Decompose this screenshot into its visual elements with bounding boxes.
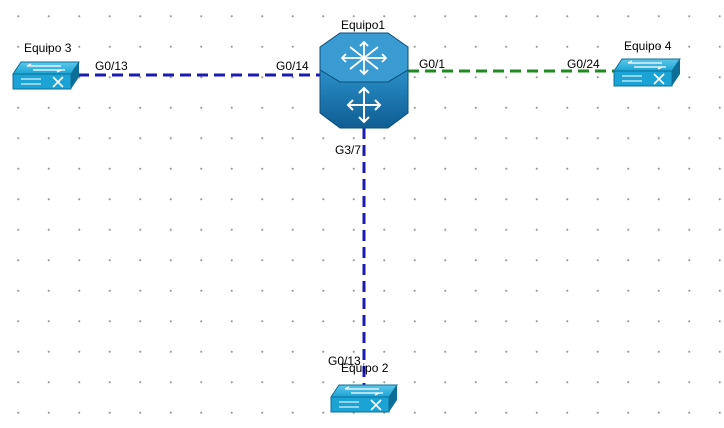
multilayer-switch-equipo1-icon[interactable] — [319, 32, 409, 129]
port-label-equipo3-g0-13: G0/13 — [95, 59, 128, 73]
device-name-equipo3: Equipo 3 — [24, 41, 72, 55]
switch-equipo3-icon[interactable] — [12, 61, 80, 90]
port-label-equipo1-g0-14: G0/14 — [276, 59, 309, 73]
port-label-equipo2-g0-13: G0/13 — [328, 354, 361, 368]
port-label-equipo1-g0-1: G0/1 — [419, 57, 446, 71]
port-label-equipo4-g0-24: G0/24 — [567, 57, 600, 71]
switch-equipo2-icon[interactable] — [330, 384, 398, 413]
device-name-equipo4: Equipo 4 — [624, 39, 672, 53]
port-label-equipo1-g3-7: G3/7 — [335, 143, 362, 157]
switch-equipo4-icon[interactable] — [613, 58, 681, 87]
device-name-equipo2: Equipo 2 — [341, 361, 389, 375]
device-name-equipo1: Equipo1 — [341, 18, 386, 32]
